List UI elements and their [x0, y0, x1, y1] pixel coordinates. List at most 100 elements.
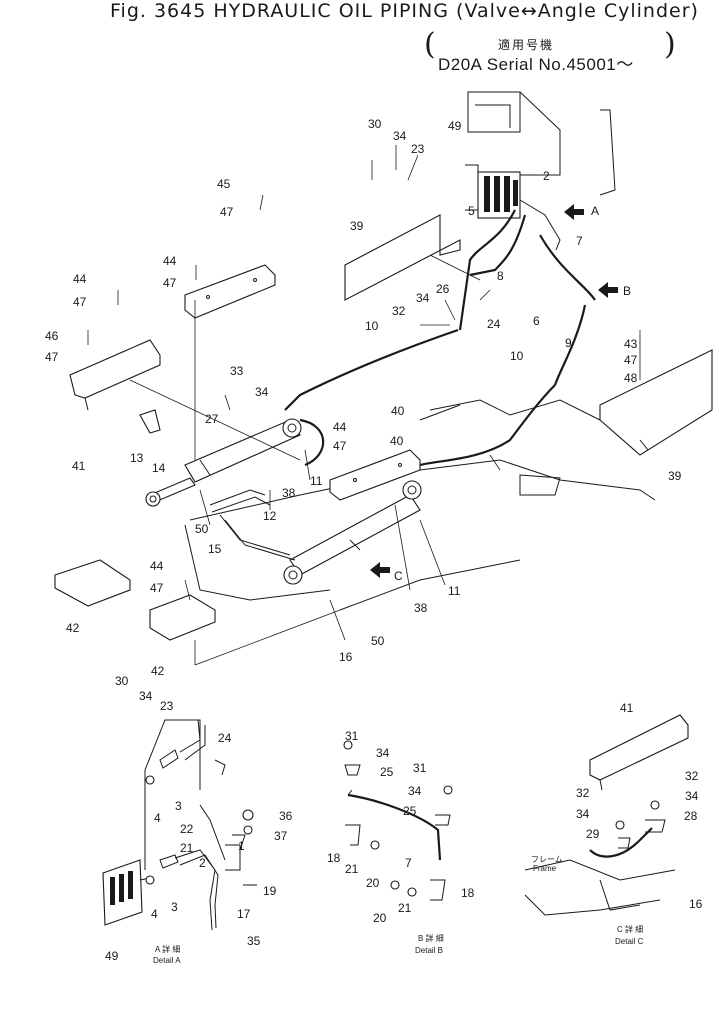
detail-b-caption-jp: B 詳 細 — [418, 933, 444, 943]
applicability-label: 適用号機 — [498, 38, 555, 52]
detail-a-callouts: 30 34 23 24 3 4 22 21 2 36 37 1 17 19 4 … — [105, 674, 293, 965]
callout: 3 — [175, 799, 182, 813]
callout: 12 — [263, 509, 277, 523]
bracket-41 — [69, 339, 161, 411]
detail-a — [102, 719, 257, 931]
callout: 44 — [333, 420, 347, 434]
callout: 5 — [468, 204, 475, 218]
detail-b-caption-en: Detail B — [415, 946, 443, 955]
figure-subtitle: Valve↔Angle Cylinder — [464, 0, 691, 22]
callout: 25 — [380, 765, 394, 779]
callout: 14 — [152, 461, 166, 475]
view-label-a: A — [591, 204, 599, 218]
callout: 47 — [220, 205, 234, 219]
callout: 49 — [105, 949, 119, 963]
control-valve-block — [465, 91, 616, 251]
callout: 46 — [45, 329, 59, 343]
callout: 3 — [171, 900, 178, 914]
plate-42-right — [149, 594, 216, 641]
callout: 44 — [163, 254, 177, 268]
pipe-12-15 — [209, 489, 296, 561]
callout: 39 — [350, 219, 364, 233]
serial-open-paren: ( — [424, 27, 436, 62]
callout: 30 — [115, 674, 129, 688]
callout: 21 — [398, 901, 412, 915]
callout: 50 — [371, 634, 385, 648]
callout: 34 — [255, 385, 269, 399]
callout: 18 — [461, 886, 475, 900]
callout: 47 — [624, 353, 638, 367]
callout: 47 — [73, 295, 87, 309]
bracket-39-right — [599, 349, 713, 456]
callout: 9 — [565, 336, 572, 350]
callout: 19 — [263, 884, 277, 898]
callout: 4 — [154, 811, 161, 825]
callout: 34 — [416, 291, 430, 305]
callout: 27 — [205, 412, 219, 426]
view-label-b: B — [623, 284, 631, 298]
callout: 38 — [414, 601, 428, 615]
callout: 41 — [72, 459, 86, 473]
plate-42-left — [54, 559, 131, 607]
callout: 2 — [199, 856, 206, 870]
cylinder-upper — [145, 418, 302, 507]
callout: 41 — [620, 701, 634, 715]
serial-close-paren: ) — [664, 27, 676, 62]
detail-c — [524, 714, 689, 916]
callout: 23 — [411, 142, 425, 156]
grease-fitting-13 — [139, 409, 161, 434]
callout: 7 — [405, 856, 412, 870]
subtitle-close-paren: ) — [690, 0, 699, 22]
callout: 20 — [373, 911, 387, 925]
callout: 48 — [624, 371, 638, 385]
callout: 31 — [413, 761, 427, 775]
callout: 47 — [45, 350, 59, 364]
callout: 30 — [368, 117, 382, 131]
guard-40-lower — [329, 449, 421, 501]
detail-a-caption-en: Detail A — [153, 956, 181, 965]
detail-c-caption-jp: C 詳 細 — [617, 924, 643, 934]
detail-b-callouts: 31 34 25 31 34 25 18 21 7 20 20 21 18 B … — [327, 729, 475, 955]
callout: 37 — [274, 829, 288, 843]
callout: 20 — [366, 876, 380, 890]
frame-label-en: Frame — [533, 864, 557, 873]
figure-title-text: Fig. 3645 HYDRAULIC OIL PIPING — [110, 0, 449, 22]
callout: 34 — [376, 746, 390, 760]
callout: 49 — [448, 119, 462, 133]
callout: 22 — [180, 822, 194, 836]
callout: 1 — [238, 839, 245, 853]
leader-lines — [87, 145, 641, 666]
view-label-c: C — [394, 569, 403, 583]
hose-assembly — [284, 209, 596, 467]
callout: 6 — [533, 314, 540, 328]
callout: 28 — [684, 809, 698, 823]
callout: 17 — [237, 907, 251, 921]
callout: 24 — [218, 731, 232, 745]
callout: 21 — [180, 841, 194, 855]
callout: 23 — [160, 699, 174, 713]
callout: 40 — [390, 434, 404, 448]
callout: 21 — [345, 862, 359, 876]
callout: 44 — [150, 559, 164, 573]
arrow-b — [598, 282, 618, 298]
frame-outline — [184, 399, 656, 611]
callout: 24 — [487, 317, 501, 331]
callout: 25 — [403, 804, 417, 818]
serial-number: D20A Serial No.45001～ — [438, 55, 634, 74]
callout: 36 — [279, 809, 293, 823]
figure-title: Fig. 3645 HYDRAULIC OIL PIPING (Valve↔An… — [110, 0, 699, 22]
detail-c-callouts: 41 32 34 32 34 28 29 16 フレーム Frame C 詳 細… — [531, 701, 703, 946]
callout: 18 — [327, 851, 341, 865]
callout: 15 — [208, 542, 222, 556]
callout: 43 — [624, 337, 638, 351]
frame-label-jp: フレーム — [531, 855, 563, 864]
callout: 11 — [310, 474, 323, 488]
arrow-a — [564, 204, 584, 220]
cylinder-lower — [283, 480, 422, 585]
callout: 34 — [393, 129, 407, 143]
detail-b — [343, 740, 453, 901]
callout: 11 — [448, 584, 461, 598]
callout: 47 — [150, 581, 164, 595]
